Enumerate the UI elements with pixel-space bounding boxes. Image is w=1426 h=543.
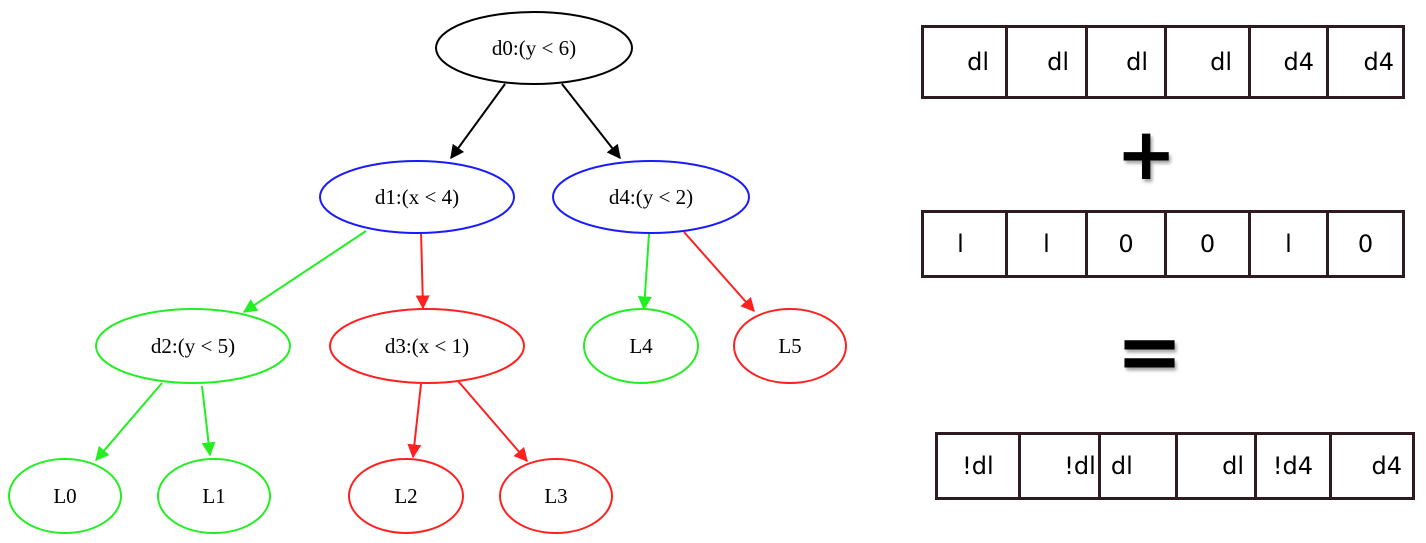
node-d2-label: d2:(y < 5)	[151, 334, 235, 358]
result-cell: !d4	[1254, 435, 1329, 497]
node-d1: d1:(x < 4)	[319, 160, 515, 234]
node-d0: d0:(y < 6)	[435, 11, 633, 85]
edge-d0-d1	[450, 83, 506, 160]
node-d0-label: d0:(y < 6)	[492, 36, 576, 60]
bit-cell: 0	[1085, 213, 1164, 275]
bit-array: l l 0 0 l 0	[921, 210, 1405, 278]
node-L4-label: L4	[629, 334, 653, 358]
node-d3-label: d3:(x < 1)	[385, 334, 469, 358]
node-L2: L2	[348, 458, 464, 534]
decision-array: dl dl dl dl d4 d4	[921, 25, 1405, 99]
decision-tree-diagram: d0:(y < 6) d1:(x < 4) d4:(y < 2) d2:(y <…	[8, 11, 847, 534]
decision-cell: dl	[1164, 28, 1248, 96]
edge-d4-L5	[683, 231, 755, 313]
node-L1-label: L1	[202, 484, 225, 508]
result-cell: dl	[1174, 435, 1254, 497]
bit-cell-text: l	[957, 230, 964, 258]
edge-d2-L0	[95, 382, 163, 462]
decision-cell: dl	[1085, 28, 1164, 96]
bit-cell: l	[924, 213, 1005, 275]
result-cell: d4	[1328, 435, 1412, 497]
node-L5: L5	[733, 308, 847, 384]
node-L5-label: L5	[778, 334, 801, 358]
result-cell-text: !dl	[1064, 452, 1096, 480]
bit-cell-text: l	[1285, 230, 1292, 258]
node-L3: L3	[499, 458, 613, 534]
edge-d0-d4	[561, 83, 621, 160]
decision-cell-text: dl	[1210, 48, 1232, 76]
result-array: !dl !dl dl dl !d4 d4	[935, 432, 1415, 500]
result-cell-text: !d4	[1272, 452, 1314, 480]
node-L0: L0	[8, 458, 122, 534]
node-L4: L4	[583, 308, 699, 384]
node-L3-label: L3	[544, 484, 567, 508]
result-cell-text: dl	[1222, 452, 1244, 480]
edge-d1-d2	[242, 230, 367, 313]
node-L2-label: L2	[394, 484, 417, 508]
decision-cell-text: d4	[1283, 48, 1314, 76]
decision-cell: d4	[1248, 28, 1326, 96]
decision-cell: dl	[1005, 28, 1085, 96]
decision-cell-text: dl	[1126, 48, 1148, 76]
bit-cell: l	[1005, 213, 1085, 275]
node-d4-label: d4:(y < 2)	[609, 185, 693, 209]
node-d2: d2:(y < 5)	[95, 308, 291, 384]
result-cell-text: dl	[1110, 452, 1133, 480]
bit-cell: l	[1248, 213, 1326, 275]
node-L1: L1	[157, 458, 271, 534]
decision-cell: d4	[1326, 28, 1402, 96]
node-L0-label: L0	[53, 484, 76, 508]
equals-sign: =	[1116, 305, 1184, 398]
edge-d3-L3	[457, 380, 528, 463]
result-cell: !dl	[1017, 435, 1098, 497]
result-cell: !dl	[938, 435, 1018, 497]
result-cell-text: !dl	[962, 452, 994, 480]
bit-cell-text: 0	[1199, 230, 1216, 258]
edge-d3-L2	[407, 383, 422, 459]
edge-d1-d3	[415, 230, 430, 310]
edge-d4-L4	[637, 233, 652, 311]
bit-cell: 0	[1164, 213, 1248, 275]
decision-cell-text: d4	[1363, 48, 1394, 76]
node-d3: d3:(x < 1)	[329, 308, 525, 384]
bit-cell-text: 0	[1118, 230, 1134, 258]
node-d1-label: d1:(x < 4)	[375, 185, 459, 209]
bit-cell-text: l	[1043, 230, 1050, 258]
result-cell-text: d4	[1371, 452, 1402, 480]
bit-cell: 0	[1326, 213, 1402, 275]
bit-cell-text: 0	[1357, 230, 1374, 258]
decision-cell-text: dl	[1047, 48, 1069, 76]
plus-sign: +	[1116, 112, 1177, 196]
decision-cell-text: dl	[967, 48, 989, 76]
edge-d2-L1	[201, 385, 216, 457]
node-d4: d4:(y < 2)	[552, 160, 750, 234]
result-cell: dl	[1097, 435, 1175, 497]
decision-cell: dl	[924, 28, 1005, 96]
